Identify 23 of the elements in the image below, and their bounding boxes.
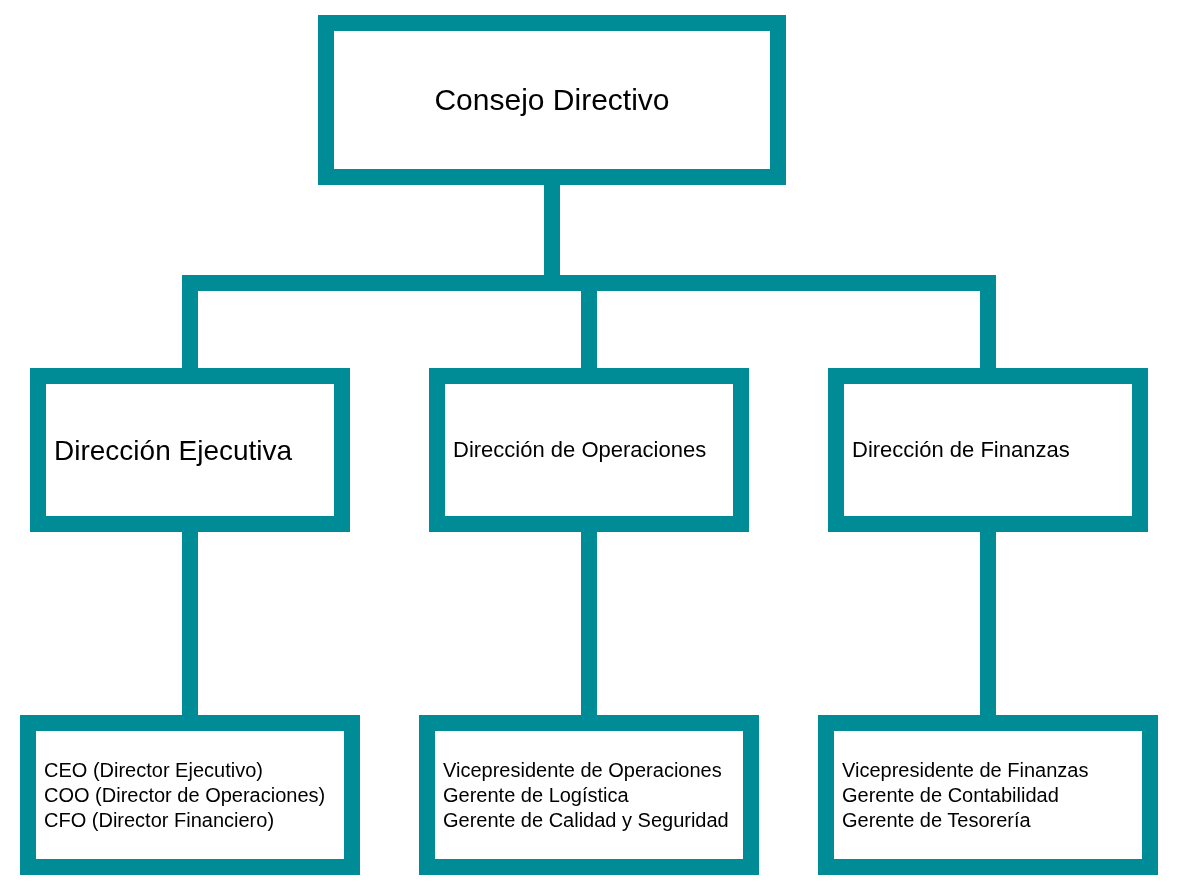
box-text: Dirección de Finanzas (852, 436, 1070, 464)
box-text: Gerente de Contabilidad (842, 782, 1059, 808)
box-text: Consejo Directivo (434, 82, 670, 119)
box-text: Gerente de Logística (443, 782, 629, 808)
connector-line (581, 532, 597, 715)
connector-line (182, 532, 198, 715)
box-text: Dirección de Operaciones (453, 436, 707, 464)
box-text: CFO (Director Financiero) (44, 807, 275, 833)
org-box (429, 368, 749, 532)
box-text: CEO (Director Ejecutivo) (44, 757, 263, 783)
box-text: Gerente de Tesorería (842, 807, 1031, 833)
org-box (828, 368, 1148, 532)
connector-line (980, 532, 996, 715)
org-box (419, 715, 759, 875)
org-box (30, 368, 350, 532)
box-text: COO (Director de Operaciones) (44, 782, 326, 808)
box-text: Vicepresidente de Operaciones (443, 757, 722, 783)
box-text: Vicepresidente de Finanzas (842, 757, 1089, 783)
org-box (318, 15, 786, 185)
org-box (20, 715, 360, 875)
org-box (818, 715, 1158, 875)
box-text: Dirección Ejecutiva (54, 433, 293, 468)
box-text: Gerente de Calidad y Seguridad (443, 807, 729, 833)
